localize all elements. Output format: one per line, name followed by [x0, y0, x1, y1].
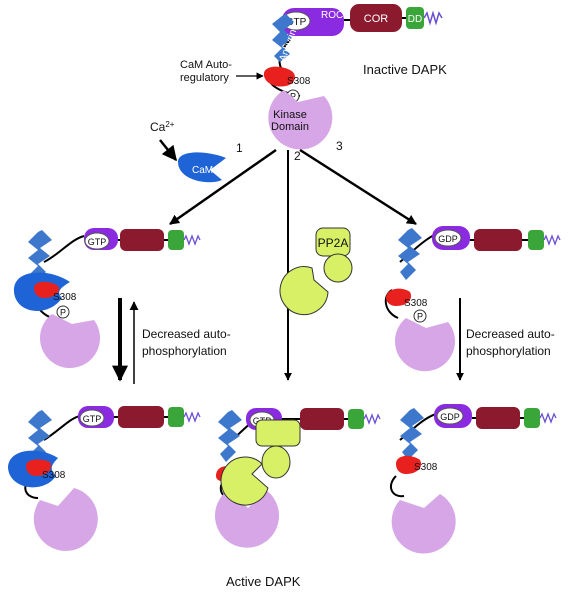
kinase-domain	[268, 90, 333, 150]
calcium-label: Ca2+	[150, 120, 175, 135]
cam-autoregulatory-label-line1: CaM Auto-	[180, 59, 232, 71]
cam-autoregulatory-domain	[263, 66, 295, 87]
decreased-autophos-p3-line2: phosphorylation	[466, 344, 551, 358]
s308-label-p3u: S308	[404, 298, 428, 309]
gdp-label-p3u: GDP	[438, 234, 458, 244]
calcium-arrow	[159, 139, 177, 162]
pathway-number-3: 3	[336, 139, 343, 153]
phosphate-label-p3u: P	[417, 312, 423, 322]
s308-label-p3a: S308	[414, 462, 438, 473]
pp2a-label: PP2A	[318, 236, 349, 250]
gtp-label-p1a: GTP	[83, 414, 102, 424]
cor-label: COR	[364, 13, 389, 25]
decreased-autophos-p1-line1: Decreased auto-	[142, 327, 231, 341]
pathway-number-2: 2	[294, 149, 301, 163]
inactive-dapk: ROC GTP COR DD Ankyrin S308 P Kinase Dom…	[263, 4, 443, 150]
pathway2-active-dapk: GTP S308	[215, 408, 381, 548]
ankyrin-repeats	[272, 14, 294, 62]
inactive-dapk-title: Inactive DAPK	[363, 62, 447, 77]
s308-label-p1u: S308	[53, 292, 77, 303]
pathway1-active-dapk: GTP S308	[8, 406, 201, 551]
pathway-arrow-3	[299, 148, 417, 226]
pathway3-upper-dapk: GDP S308 P	[384, 226, 561, 372]
pathway-arrow-1	[169, 148, 277, 226]
gtp-label: GTP	[286, 17, 307, 28]
dd-domain	[406, 7, 424, 29]
cor-domain	[350, 4, 402, 32]
pp2a-bound-a	[255, 419, 301, 447]
gtp-label-p1u: GTP	[88, 237, 107, 247]
phosphate-label-p1u: P	[60, 308, 66, 318]
kinase-label-line2: Domain	[271, 121, 309, 133]
phosphate-label: P	[290, 92, 296, 102]
gdp-label-p3a: GDP	[440, 412, 460, 422]
dd-tail	[423, 10, 443, 26]
pathway1-upper-dapk: GTP S308 P	[13, 228, 201, 368]
roc-label: ROC	[321, 10, 343, 21]
kinase-label-line1: Kinase	[273, 109, 307, 121]
s308-label: S308	[287, 76, 311, 87]
pathway-number-1: 1	[236, 141, 243, 155]
cam-autoregulatory-label-line2: regulatory	[180, 72, 229, 84]
calmodulin-label: CaM	[192, 165, 213, 176]
pathway3-active-dapk: GDP S308	[389, 404, 557, 554]
active-dapk-title: Active DAPK	[226, 574, 301, 589]
calmodulin	[178, 152, 226, 183]
s308-label-p1a: S308	[42, 470, 66, 481]
pp2a-free: PP2A	[279, 227, 353, 316]
decreased-autophos-p1-line2: phosphorylation	[142, 344, 227, 358]
dd-label: DD	[408, 14, 422, 25]
decreased-autophos-p3-line1: Decreased auto-	[466, 327, 555, 341]
